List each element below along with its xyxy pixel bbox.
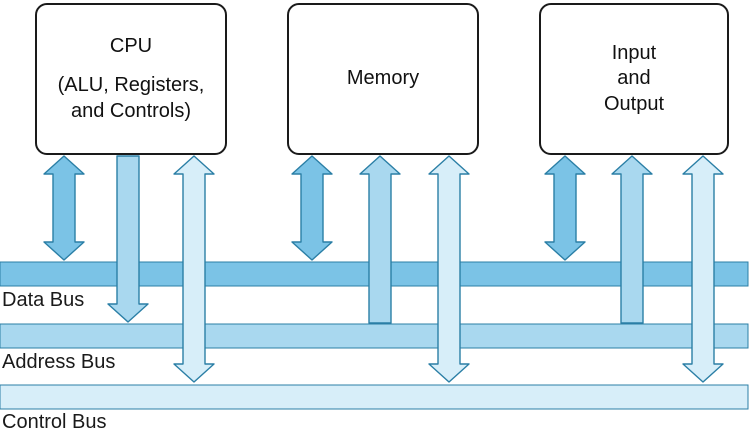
cpu-subtitle-line1: (ALU, Registers, — [57, 74, 205, 97]
memory-address-bus-arrow — [359, 155, 401, 324]
control-bus-bar — [0, 384, 749, 410]
memory-data-bus-arrow — [291, 155, 333, 261]
io-address-bus-arrow — [611, 155, 653, 324]
cpu-address-bus-arrow — [107, 155, 149, 323]
data-bus-label: Data Bus — [2, 289, 85, 311]
memory-box: Memory — [287, 3, 479, 155]
address-bus-bar — [0, 323, 749, 349]
io-label-line2: and — [617, 67, 651, 90]
control-bus-label: Control Bus — [2, 411, 107, 433]
io-label-line1: Input — [611, 41, 657, 64]
memory-label: Memory — [346, 67, 420, 90]
cpu-control-bus-arrow — [173, 155, 215, 383]
bus-connections — [43, 155, 724, 383]
io-label-line3: Output — [603, 92, 665, 115]
io-control-bus-arrow — [682, 155, 724, 383]
address-bus-label: Address Bus — [2, 351, 116, 373]
io-data-bus-arrow — [544, 155, 586, 261]
io-box: Input and Output — [539, 3, 729, 155]
memory-control-bus-arrow — [428, 155, 470, 383]
cpu-data-bus-arrow — [43, 155, 85, 261]
cpu-title: CPU — [109, 34, 153, 57]
cpu-box: CPU (ALU, Registers, and Controls) — [35, 3, 227, 155]
cpu-subtitle-line2: and Controls) — [70, 99, 192, 122]
